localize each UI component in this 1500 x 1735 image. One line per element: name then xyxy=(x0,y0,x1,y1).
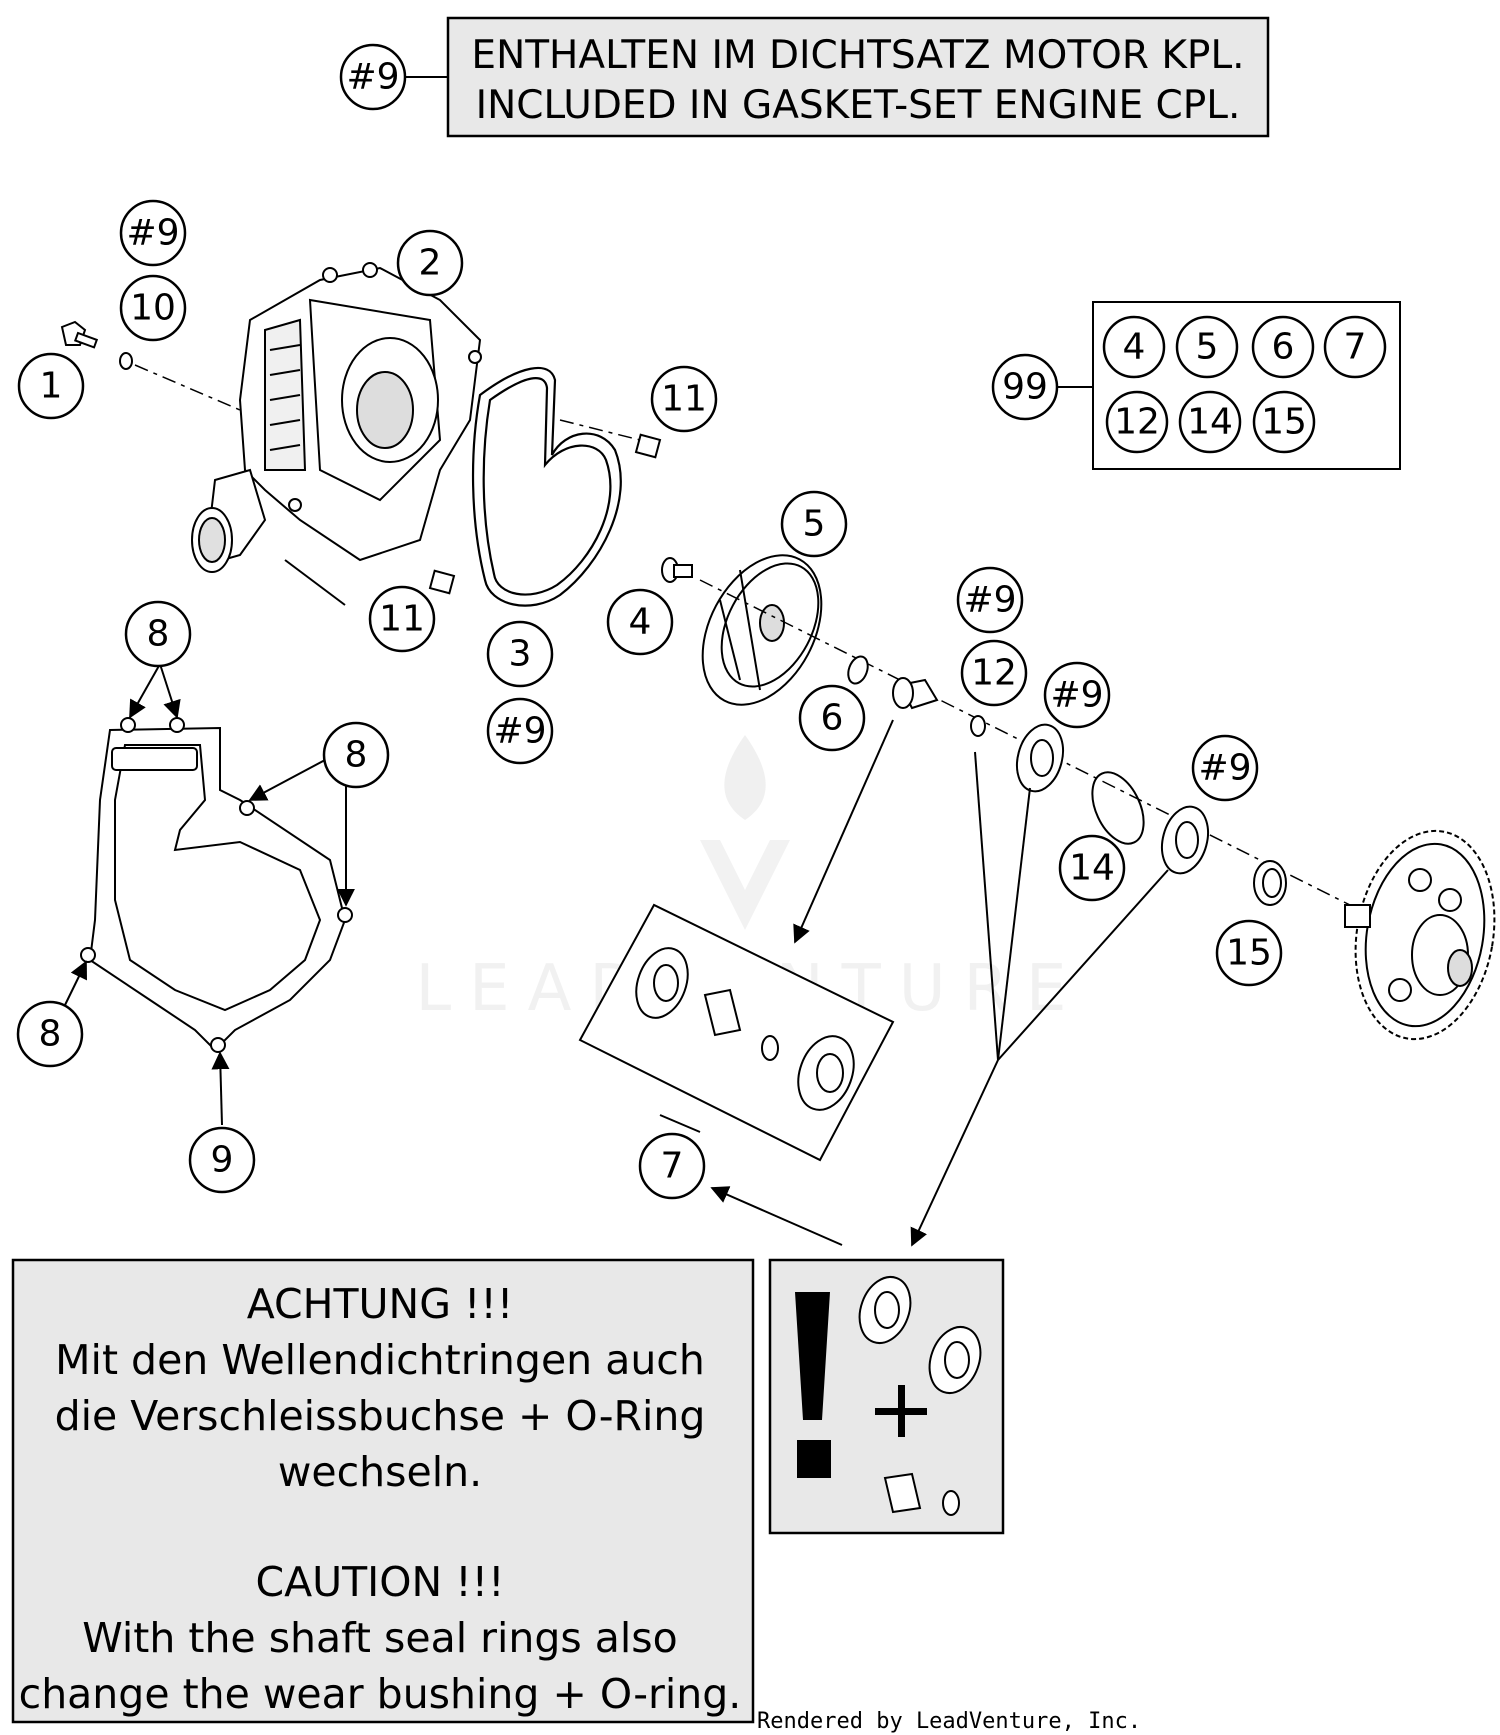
callout-8c: 8 xyxy=(39,1014,62,1055)
seal-kit-box-7 xyxy=(578,903,895,1162)
callout-9: 9 xyxy=(211,1140,234,1181)
callout-5: 5 xyxy=(803,504,826,545)
bolt-part xyxy=(60,320,133,370)
callout-markers xyxy=(16,199,1387,1200)
callout-6: 6 xyxy=(821,698,844,739)
impeller-bolt-part xyxy=(661,557,693,583)
header-note-line1: ENTHALTEN IM DICHTSATZ MOTOR KPL. xyxy=(471,33,1244,78)
callout-99: 99 xyxy=(1002,367,1048,408)
kit-item: 14 xyxy=(1187,402,1233,443)
impeller-part xyxy=(701,554,823,706)
callout-10: 10 xyxy=(130,288,176,329)
callout-4: 4 xyxy=(629,602,652,643)
callout-ref9-d: #9 xyxy=(1050,675,1103,716)
callout-8a: 8 xyxy=(147,614,170,655)
kit-item: 12 xyxy=(1114,402,1160,443)
caution-en-title: CAUTION !!! xyxy=(255,1558,504,1606)
callout-ref9-b: #9 xyxy=(493,711,546,752)
kit-item: 5 xyxy=(1196,327,1219,368)
header-note-line2: INCLUDED IN GASKET-SET ENGINE CPL. xyxy=(476,83,1241,128)
kit-item: 4 xyxy=(1123,327,1146,368)
callout-2: 2 xyxy=(419,243,442,284)
gasket-outline-9 xyxy=(80,717,353,1053)
drive-gear-part xyxy=(1344,829,1496,1041)
callout-12: 12 xyxy=(971,653,1017,694)
callout-1: 1 xyxy=(40,366,63,407)
caution-de-line3: wechseln. xyxy=(278,1448,482,1496)
caution-en-line2: change the wear bushing + O-ring. xyxy=(19,1670,742,1718)
caution-de-line2: die Verschleissbuchse + O-Ring xyxy=(55,1392,706,1440)
callout-ref9-c: #9 xyxy=(963,580,1016,621)
caution-en-line1: With the shaft seal rings also xyxy=(82,1614,677,1662)
leader-lines xyxy=(64,559,1169,1247)
caution-box: ACHTUNG !!! Mit den Wellendichtringen au… xyxy=(11,1258,755,1724)
callout-ref9-e: #9 xyxy=(1198,748,1251,789)
callout-3: 3 xyxy=(509,634,532,675)
gasket-part-3 xyxy=(471,366,622,607)
callout-7: 7 xyxy=(661,1146,684,1187)
kit-item: 15 xyxy=(1261,402,1307,443)
seal-parts-icon xyxy=(858,1276,982,1516)
callout-11b: 11 xyxy=(379,599,425,640)
exclamation-icon xyxy=(795,1292,831,1478)
warning-icon-box xyxy=(768,1258,1005,1535)
callout-ref9-header: #9 xyxy=(346,57,399,98)
callout-15: 15 xyxy=(1226,933,1272,974)
kit-item: 7 xyxy=(1344,327,1367,368)
callout-14: 14 xyxy=(1069,848,1115,889)
footer-credit: Rendered by LeadVenture, Inc. xyxy=(757,1709,1141,1734)
plus-icon xyxy=(875,1385,927,1437)
caution-de-title: ACHTUNG !!! xyxy=(247,1280,514,1328)
header-note: ENTHALTEN IM DICHTSATZ MOTOR KPL. INCLUD… xyxy=(339,16,1270,138)
shaft-components xyxy=(847,655,1287,906)
callout-ref9-a: #9 xyxy=(126,213,179,254)
callout-11a: 11 xyxy=(661,379,707,420)
callout-8b: 8 xyxy=(345,735,368,776)
pump-cover-part xyxy=(191,262,482,573)
dowel-pins xyxy=(428,433,662,595)
caution-de-line1: Mit den Wellendichtringen auch xyxy=(55,1336,705,1384)
callout-labels: 1 2 3 4 5 6 7 8 8 8 9 10 11 11 12 14 15 … xyxy=(39,213,1367,1187)
kit-item: 6 xyxy=(1272,327,1295,368)
